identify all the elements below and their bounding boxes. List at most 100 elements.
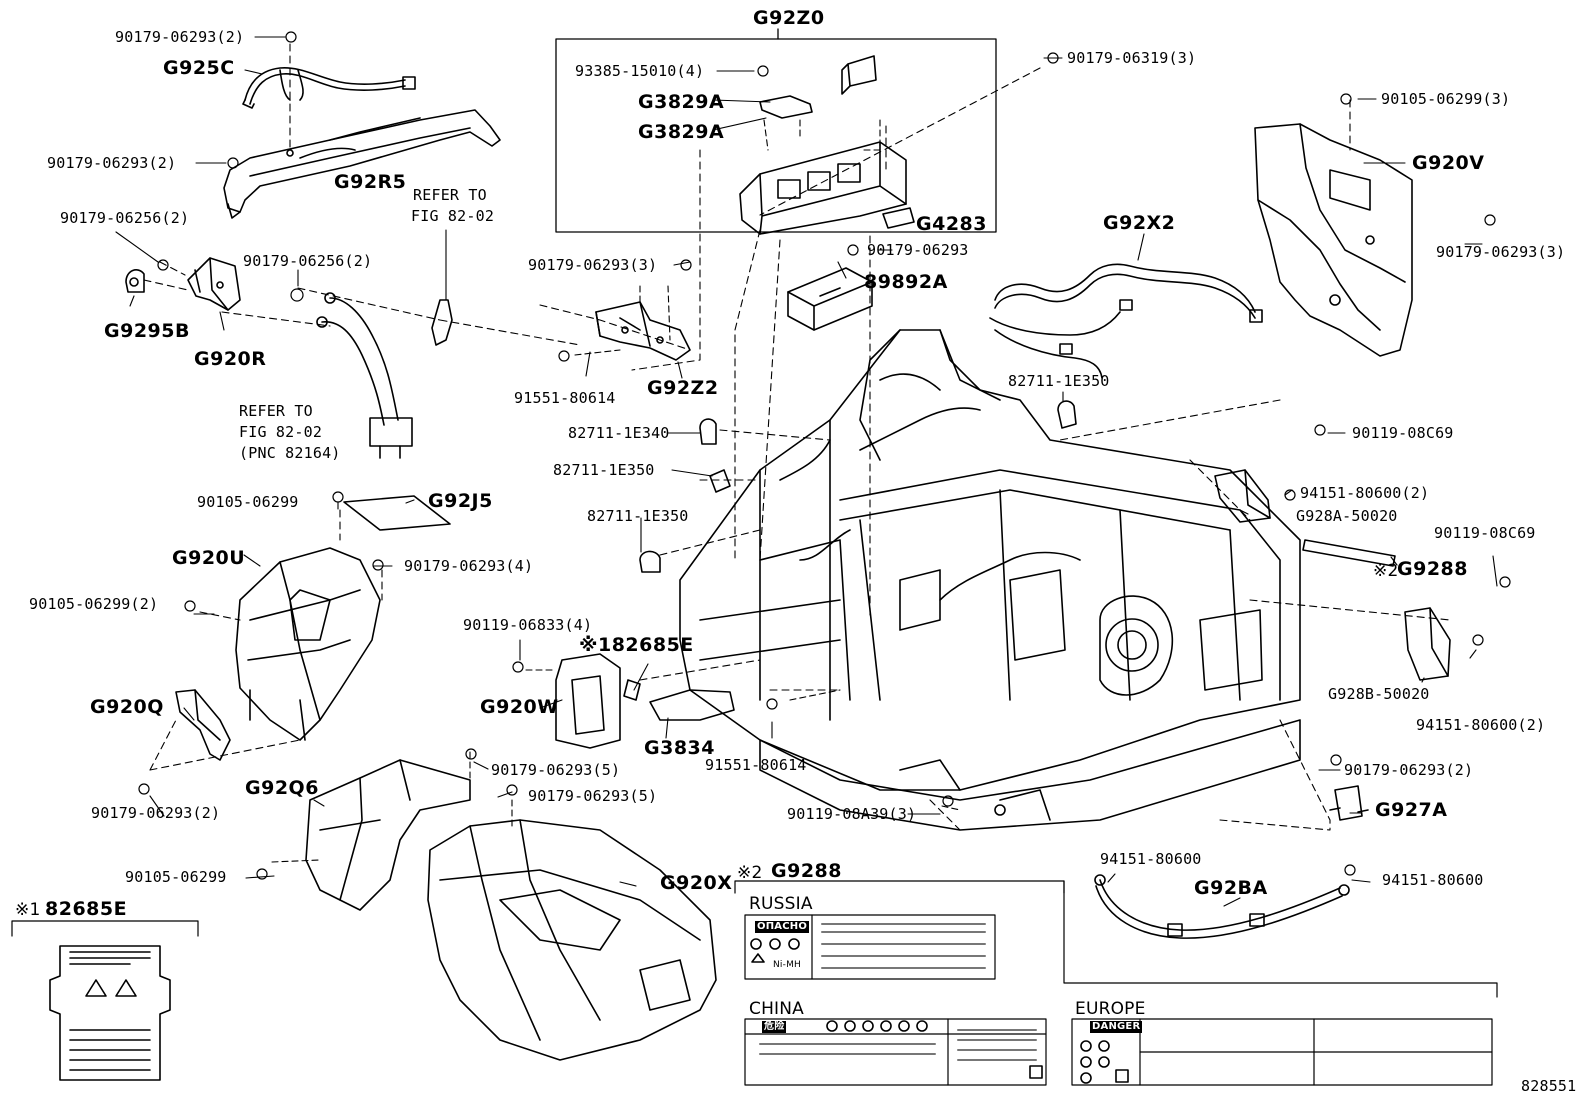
leader-dashes-g92z2	[574, 285, 671, 356]
g9288-label-strip	[1302, 539, 1396, 567]
inset-g9288-part[interactable]: G9288	[771, 860, 842, 882]
inset-82685e-marker: ※1	[15, 900, 41, 920]
label-p02[interactable]: G925C	[163, 57, 235, 79]
label-p05[interactable]: 90179-06256(2)	[60, 209, 190, 227]
leader-dashes-g920x	[271, 751, 513, 863]
g92j5-sheet-drawing	[343, 495, 451, 531]
label-p41[interactable]: G9288	[1397, 558, 1468, 580]
label-p32[interactable]: G920U	[172, 547, 246, 569]
label-p47[interactable]: G92Q6	[245, 777, 319, 799]
label-p50[interactable]: 90179-06293(2)	[1344, 761, 1474, 779]
label-p42[interactable]: 90119-08C69	[1434, 524, 1536, 542]
g925c-harness-drawing	[242, 67, 416, 109]
label-p46[interactable]: 90179-06293(2)	[91, 804, 221, 822]
label-p14[interactable]: 90105-06299(3)	[1381, 90, 1511, 108]
label-g92z0[interactable]: G92Z0	[753, 7, 825, 29]
g920r-bracket-drawing	[187, 257, 241, 311]
label-p08[interactable]: G920R	[194, 348, 267, 370]
label-p03[interactable]: 90179-06293(2)	[47, 154, 177, 172]
g928b-bracket-drawing	[1404, 607, 1451, 681]
g92z0-relay-block-drawing	[739, 55, 915, 235]
russia-region-label: RUSSIA	[749, 894, 813, 914]
label-p04[interactable]: G92R5	[334, 171, 407, 193]
fastener-symbols	[138, 31, 1511, 880]
label-p24[interactable]: 82711-1E340	[568, 424, 670, 442]
leader-dashes-g920u	[149, 509, 383, 771]
label-p55[interactable]: 94151-80600	[1100, 850, 1202, 868]
label-p29[interactable]: G928A-50020	[1296, 507, 1398, 525]
g920u-cover-drawing	[235, 547, 381, 741]
label-p57[interactable]: 94151-80600	[1382, 871, 1484, 889]
diagram-id: 828551	[1521, 1077, 1577, 1095]
label-p10[interactable]: G3829A	[638, 91, 725, 113]
label-p06[interactable]: 90179-06256(2)	[243, 252, 373, 270]
label-p31[interactable]: G92J5	[428, 490, 493, 512]
leader-dashes-g92z0	[631, 125, 887, 621]
label-p21[interactable]: G92Z2	[647, 377, 719, 399]
label-p51[interactable]: G927A	[1375, 799, 1448, 821]
label-p07[interactable]: G9295B	[104, 320, 190, 342]
label-p52[interactable]: 90119-08A39(3)	[787, 805, 917, 823]
label-p33[interactable]: 90179-06293(4)	[404, 557, 534, 575]
europe-region-label: EUROPE	[1075, 999, 1146, 1019]
g92r5-bracket-drawing	[223, 109, 501, 219]
label-p27[interactable]: 90119-08C69	[1352, 424, 1454, 442]
battery-cables-drawing	[316, 229, 453, 459]
leader-lines	[115, 36, 1498, 907]
leader-dashes-g920v	[759, 67, 1351, 441]
label-p43[interactable]: G928B-50020	[1328, 685, 1430, 703]
g92x2-harness-drawing	[989, 263, 1263, 379]
china-region-label: CHINA	[749, 999, 805, 1019]
label-p20[interactable]: 90179-06293(3)	[528, 256, 658, 274]
label-p34[interactable]: 90105-06299(2)	[29, 595, 159, 613]
europe-warning-text: DANGER	[1090, 1021, 1143, 1033]
leader-dashes-g920r	[143, 261, 691, 351]
g927a-bracket-drawing	[1329, 785, 1369, 821]
label-p53[interactable]: 90105-06299	[125, 868, 227, 886]
ref-fig-b-line1: REFER TO	[239, 402, 313, 420]
leader-dashes-g920w	[525, 669, 961, 811]
ref-fig-b-line2: FIG 82-02	[239, 423, 323, 441]
label-p12[interactable]: G4283	[916, 213, 987, 235]
inset-g9288-europe-bracket	[1063, 880, 1498, 998]
label-p13[interactable]: 90179-06319(3)	[1067, 49, 1197, 67]
hv-battery-assembly-drawing	[679, 329, 1301, 831]
label-p11[interactable]: G3829A	[638, 121, 725, 143]
label-p39[interactable]: 91551-80614	[705, 756, 807, 774]
g92z0-group-box	[555, 28, 997, 233]
label-p01[interactable]: 90179-06293(2)	[115, 28, 245, 46]
label-p17[interactable]: G92X2	[1103, 212, 1176, 234]
label-p44[interactable]: 94151-80600(2)	[1416, 716, 1546, 734]
label-p25[interactable]: 82711-1E350	[553, 461, 655, 479]
g920v-cover-drawing	[1254, 123, 1413, 357]
ref-fig-a-line2: FIG 82-02	[411, 207, 495, 225]
label-p38[interactable]: G3834	[644, 737, 715, 759]
label-p45[interactable]: G920Q	[90, 696, 164, 718]
label-p49[interactable]: 90179-06293(5)	[528, 787, 658, 805]
label-p28[interactable]: 94151-80600(2)	[1300, 484, 1430, 502]
g92q6-cover-drawing	[305, 759, 471, 911]
label-p22[interactable]: 91551-80614	[514, 389, 616, 407]
russia-battery-text: Ni-MH	[773, 960, 802, 970]
label-p48[interactable]: 90179-06293(5)	[491, 761, 621, 779]
label-p23[interactable]: 82711-1E350	[1008, 372, 1110, 390]
china-label-drawing	[744, 1018, 1047, 1086]
label-p30[interactable]: 90105-06299	[197, 493, 299, 511]
label-p15[interactable]: G920V	[1412, 152, 1485, 174]
inset-82685e-part[interactable]: 82685E	[45, 898, 128, 920]
g92z2-bracket-drawing	[595, 301, 691, 361]
label-p26[interactable]: 82711-1E350	[587, 507, 689, 525]
label-p56[interactable]: G92BA	[1194, 877, 1268, 899]
label-p18[interactable]: 90179-06293	[867, 241, 969, 259]
label-p16[interactable]: 90179-06293(3)	[1436, 243, 1566, 261]
inset-g9288-bracket	[734, 880, 1065, 894]
label-p36[interactable]: ※182685E	[579, 634, 694, 656]
label-p37[interactable]: G920W	[480, 696, 559, 718]
label-p54[interactable]: G920X	[660, 872, 733, 894]
leader-dashes-main	[639, 429, 1451, 831]
label-p09[interactable]: 93385-15010(4)	[575, 62, 705, 80]
label-p35[interactable]: 90119-06833(4)	[463, 616, 593, 634]
label-p19[interactable]: 89892A	[864, 271, 948, 293]
ref-fig-b-line3: (PNC 82164)	[239, 444, 341, 462]
label-p40: ※2	[1373, 561, 1399, 581]
